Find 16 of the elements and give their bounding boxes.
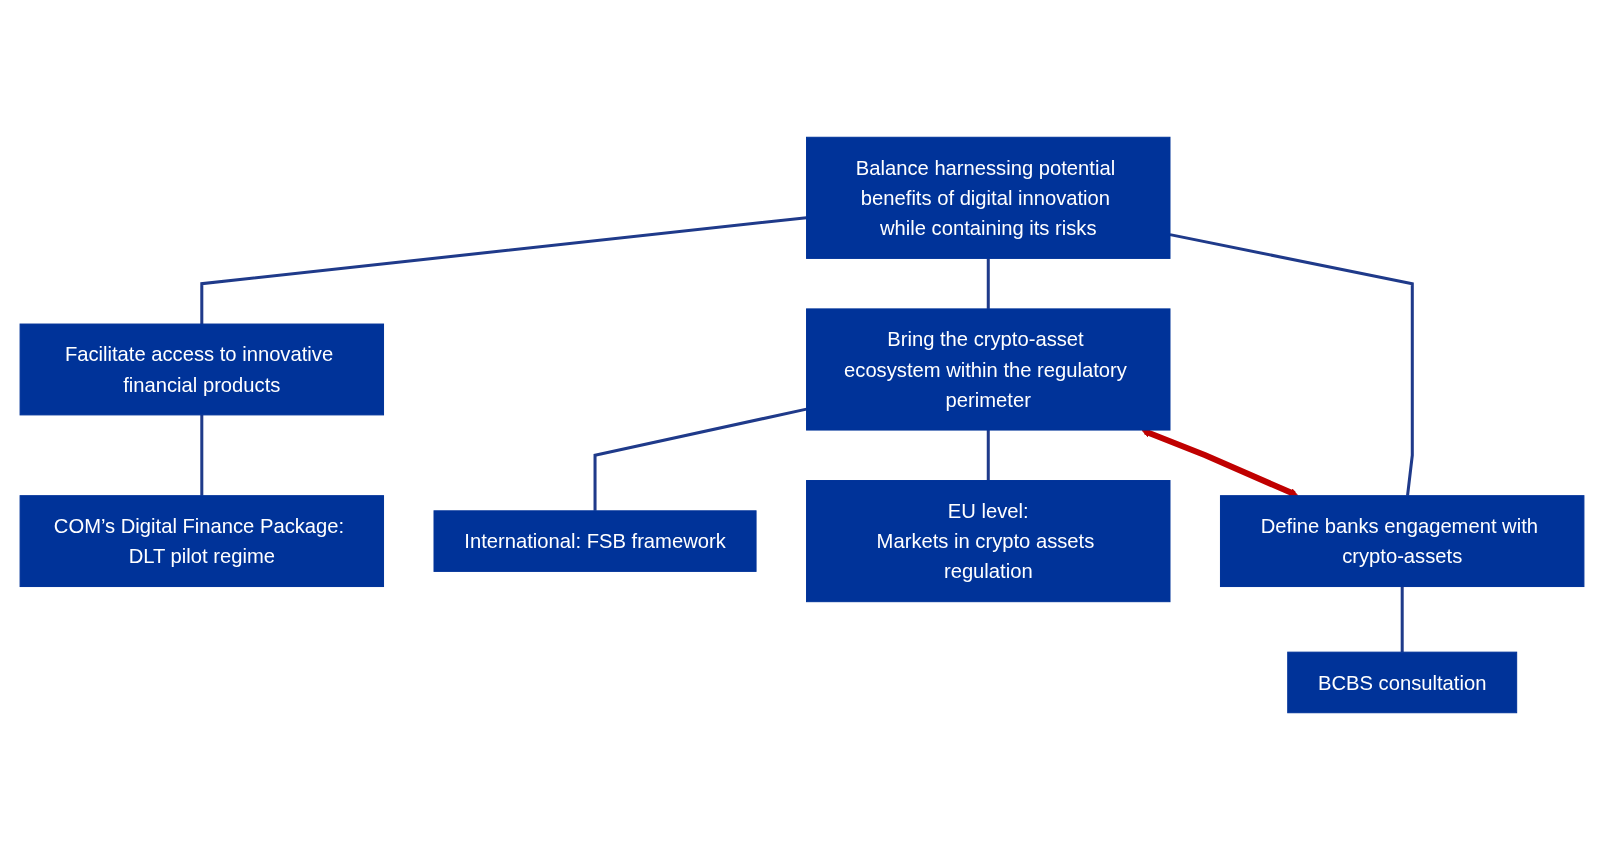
connector	[593, 407, 807, 511]
node-box: Define banks engagement with crypto-assets	[1219, 494, 1585, 587]
connector	[986, 257, 990, 309]
connector	[1169, 232, 1414, 496]
node-box: EU level: Markets in crypto assets regulation	[806, 479, 1171, 602]
connector	[200, 414, 204, 496]
node-box: Balance harnessing potential benefits of digital innovation while containing its risks	[806, 136, 1171, 259]
connector	[986, 429, 990, 481]
arrow	[1141, 428, 1299, 497]
node-box: Facilitate access to innovative financial products	[19, 323, 385, 415]
node-box: COM’s Digital Finance Package: DLT pilot regime	[19, 494, 385, 587]
node-box: Bring the crypto-asset ecosystem within the regulatory perimeter	[806, 307, 1171, 431]
node-box: International: FSB framework	[433, 509, 757, 572]
connector	[200, 215, 807, 324]
node-box: BCBS consultation	[1287, 651, 1518, 713]
connector	[1400, 586, 1404, 652]
